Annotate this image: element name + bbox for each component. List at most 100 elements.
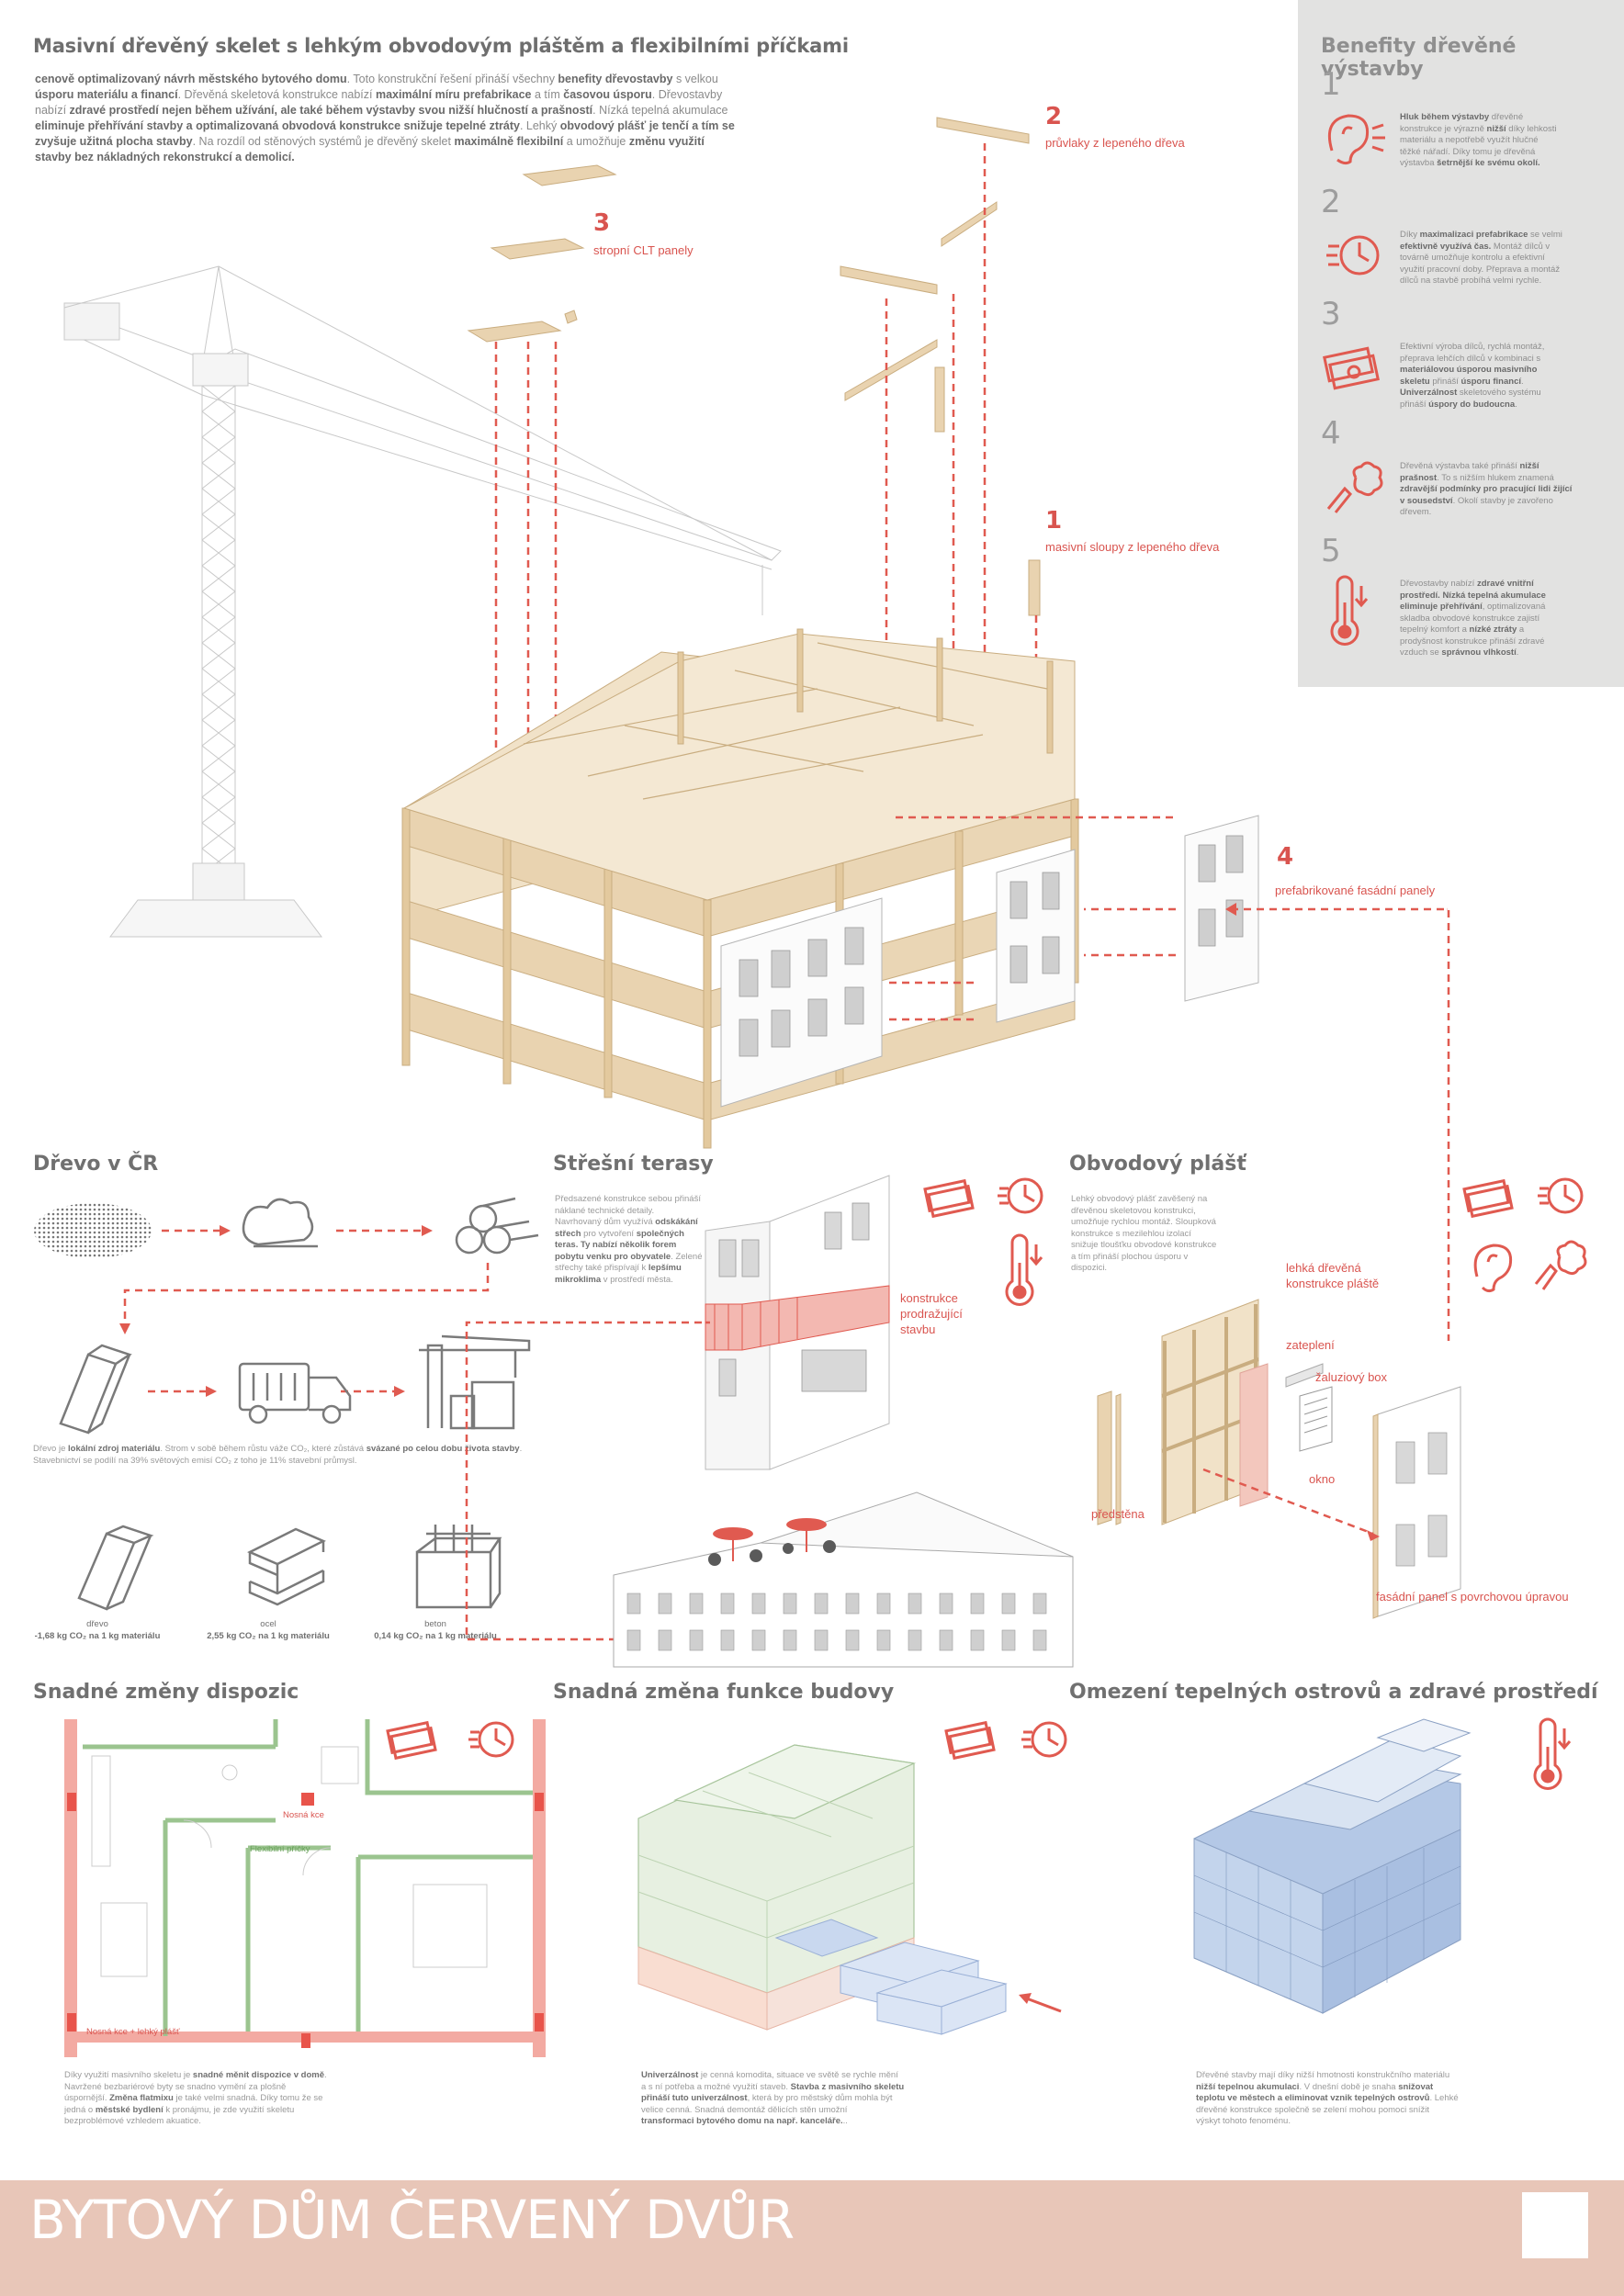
text-line: vzduch se správnou vlhkostí. [1400,647,1519,658]
text-line: Dřevěná výstavba také přináší nižší [1400,461,1539,471]
text-line: využití pracovní doby. Přeprava a montáž [1400,264,1561,275]
beam-elements [840,117,1041,616]
function-clock-icon [1021,1721,1067,1758]
text-line: cenově optimalizovaný návrh městského by… [35,73,718,85]
benefit-text: Efektivní výroba dílců, rychlá montáž, př… [1400,342,1574,411]
label-line: stavbu [900,1322,936,1336]
text-line: a s ní potřeba a možné využití staveb. S… [641,2081,905,2092]
layout-changes-title: Snadné změny dispozic [33,1681,299,1704]
benefits-sidebar [1298,0,1624,687]
footer-bar [0,2180,1624,2296]
label-number-4: 4 [1277,843,1294,871]
envelope-ear-icon [1473,1244,1513,1293]
envelope-window-label: okno [1309,1472,1336,1486]
text-line: náklané technické detaily. [555,1205,655,1216]
label-line: konstrukce [900,1291,958,1305]
text-line: v sousedství. Okolí stavby je zavořeno [1400,495,1553,506]
heat-islands-text: Dřevěné stavby mají díky nižší hmotnosti… [1196,2070,1545,2128]
text-line: přináší úspory do budoucna. [1400,399,1517,410]
bearing-light-facade-label: Nosná kce + lehký plášť [86,2027,180,2037]
text-line: jedná o městské bydlení k pronájmu, je z… [64,2104,295,2115]
label-number-2: 2 [1045,103,1063,130]
logs-icon [455,1197,539,1255]
text-line: prodyšnost konstrukce přináší zdravé [1400,636,1545,647]
label-number-1: 1 [1045,507,1063,535]
exploded-building-illustration [401,117,1259,1149]
text-line: dispozici. [1071,1263,1108,1273]
text-line: přináší tuto univerzálnost, která by pro… [641,2093,893,2103]
text-line: teras. Ty nabízí několik forem [555,1240,677,1250]
floorplan-money-icon [386,1720,437,1761]
text-line: střechy také přispívají k lepšímu [555,1263,682,1273]
roof-terrace-illustration [465,1175,1074,1668]
text-line: střech pro vytvoření společných [555,1228,684,1239]
layout-changes-text: Díky využití masivního skeletu je snadné… [64,2070,395,2128]
benefit-number: 5 [1321,533,1341,569]
text-line: dřevem. [1400,507,1432,517]
envelope-layers-illustration [1097,1299,1461,1619]
text-line: Univerzálnost je cenná komodita, situace… [641,2070,898,2080]
ear-icon [1327,114,1385,165]
glass-building-illustration [1193,1718,1472,2014]
text-line: stavby bez nákladných rekonstrukcí a dem… [35,151,295,163]
text-line: materiálu a nepotřebě využít hlučné [1400,135,1539,145]
label-number-3: 3 [593,209,611,237]
floorplan-illustration [64,1719,546,2057]
text-line: úsporu materiálu a financí. Dřevěná skel… [35,88,723,101]
page-title: Masivní dřevěný skelet s lehkým obvodový… [33,35,849,57]
route-arrow [1225,903,1450,1341]
label-clt-panels: stropní CLT panely [593,243,694,257]
intro-text: cenově optimalizovaný návrh městského by… [35,72,788,165]
roof-money-icon [923,1178,975,1219]
function-change-text: Univerzálnost je cenná komodita, situace… [641,2070,944,2128]
roof-thermometer-icon [1005,1233,1043,1306]
facade-windows [739,835,1244,1057]
text-line: těžké nářadí. Díky tomu je dřevěná [1400,146,1536,157]
crane-building-icon [419,1334,531,1430]
truck-icon [238,1362,352,1424]
benefit-number: 2 [1321,184,1341,220]
material-name: ocel [260,1619,276,1629]
text-line: Efektivní výroba dílců, rychlá montáž, [1400,342,1545,352]
text-line: velice cenná. Snadná demontáž dělicích s… [641,2104,848,2115]
flexible-partitions-label: Flexibilní příčky [250,1844,310,1854]
clt-panel-elements [467,164,617,343]
timber-beam-icon [77,1525,154,1611]
text-line: Hluk během výstavby dřevěné [1400,112,1524,122]
benefits-title: Benefity dřevěné výstavby [1321,35,1517,81]
text-line: dřevěné konstrukce společně se zelení mo… [1196,2104,1429,2115]
text-line: úspornější. Změna flatmixu je také velmi… [64,2093,323,2103]
text-line: skladba obvodové konstrukce zajistí [1400,613,1540,624]
text-line: eliminuje přehřívání stavby a optimalizo… [35,119,735,132]
material-co2-value: 0,14 kg CO₂ na 1 kg materiálu [374,1631,497,1641]
steel-beam-icon [247,1527,326,1606]
wood-cr-title: Dřevo v ČR [33,1153,159,1176]
text-line: Díky maximalizaci prefabrikace se velmi [1400,230,1562,240]
text-line: výskyt tohoto fenoménu. [1196,2116,1291,2126]
envelope-money-icon [1462,1178,1514,1219]
text-line: konstrukce je výrazně nižší díky lehkost… [1400,123,1557,134]
text-line: nižší tepelnou akumulaci. V dnešní době … [1196,2081,1434,2092]
concrete-icon [415,1525,502,1609]
function-change-illustration [637,1744,1062,2035]
benefit-number: 4 [1321,415,1341,452]
footer-logo-box [1522,2192,1588,2258]
material-co2-value: -1,68 kg CO₂ na 1 kg materiálu [34,1631,161,1641]
material-co2-value: 2,55 kg CO₂ na 1 kg materiálu [207,1631,330,1641]
envelope-title: Obvodový plášť [1069,1153,1246,1176]
text-line: Předsazené konstrukce sebou přináší [555,1194,701,1204]
roof-title: Střešní terasy [553,1153,714,1176]
floorplan-clock-icon [468,1721,514,1758]
benefit-number: 3 [1321,296,1341,332]
text-line: Navržené bezbariérové byty se snadno vym… [64,2081,287,2092]
text-line: tepelný komfort a nízké ztráty a [1400,625,1525,635]
text-line: Dřevěné stavby mají díky nižší hmotnosti… [1196,2070,1450,2080]
material-name: dřevo [86,1619,108,1629]
